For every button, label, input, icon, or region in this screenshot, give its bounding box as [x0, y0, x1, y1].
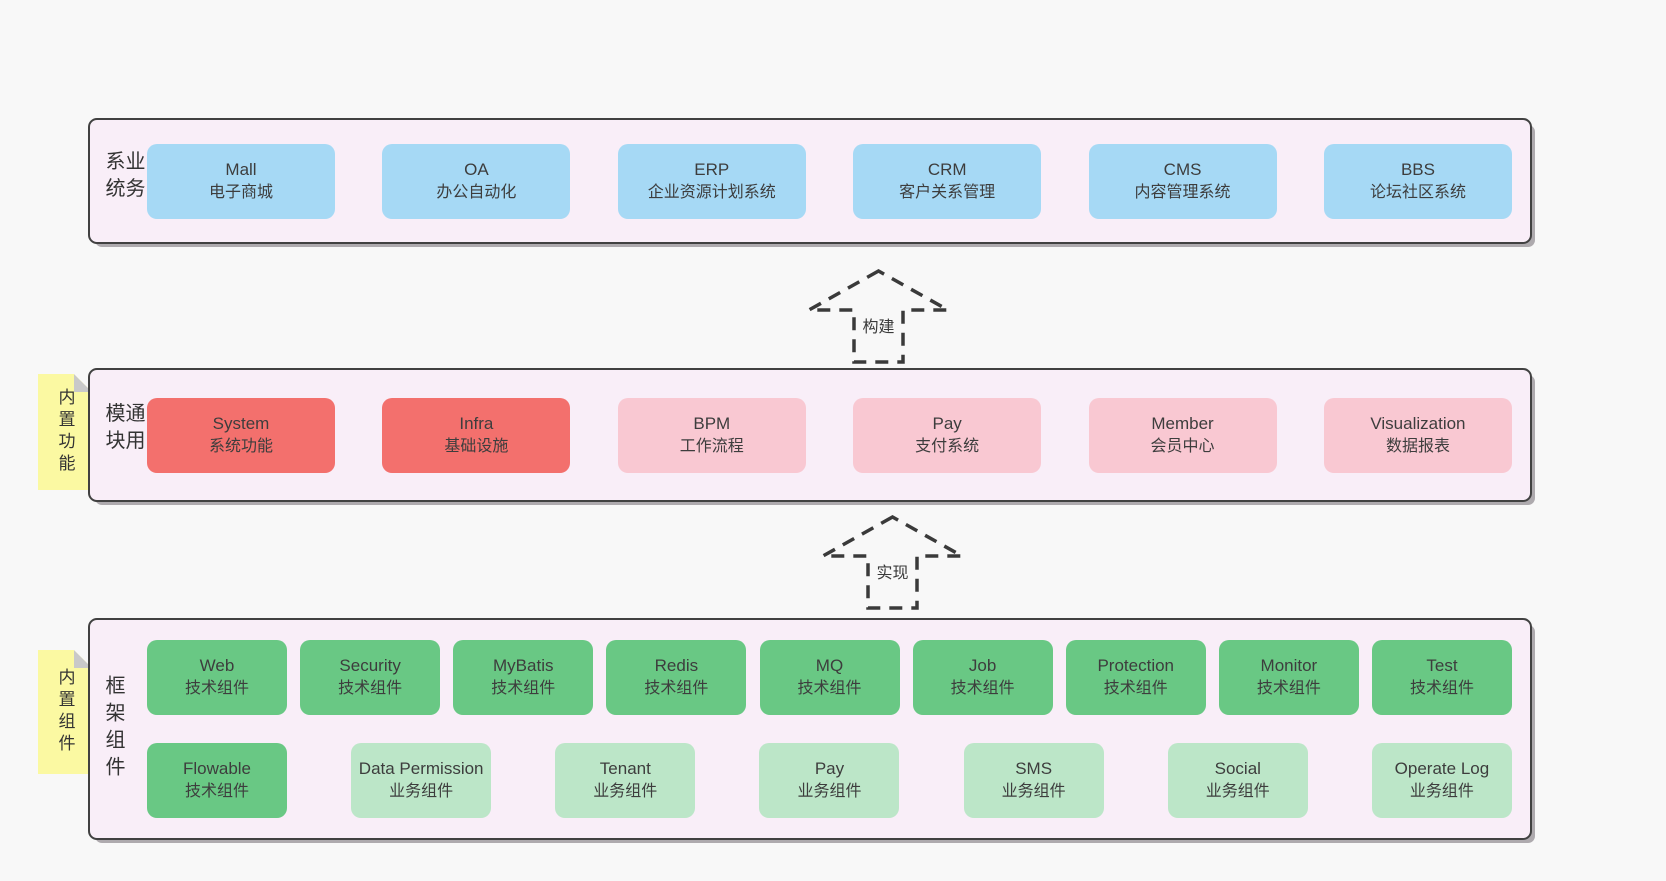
box-pay-module: Pay 支付系统 [853, 397, 1042, 473]
layer-label-common-modules: 通用模块 [102, 402, 144, 457]
box-mq: MQ 技术组件 [759, 640, 900, 715]
box-tenant: Tenant 业务组件 [555, 743, 696, 818]
box-erp: ERP 企业资源计划系统 [617, 143, 806, 219]
box-visualization: Visualization 数据报表 [1323, 397, 1512, 473]
module-boxes: System 系统功能 Infra 基础设施 BPM 工作流程 Pay 支付系统… [147, 370, 1512, 500]
box-flowable: Flowable 技术组件 [147, 743, 287, 818]
layer-common-modules: 通用模块 System 系统功能 Infra 基础设施 BPM 工作流程 Pay… [88, 368, 1532, 502]
box-pay-component: Pay 业务组件 [759, 743, 900, 818]
component-boxes: Web 技术组件 Security 技术组件 MyBatis 技术组件 Redi… [147, 640, 1512, 846]
box-mybatis: MyBatis 技术组件 [453, 640, 594, 715]
layer-framework-components: 框架组件 Web 技术组件 Security 技术组件 MyBatis 技术组件… [88, 618, 1532, 840]
layer-business-systems: 业务系统 Mall 电子商城 OA 办公自动化 ERP 企业资源计划系统 CRM… [88, 118, 1532, 244]
box-cms: CMS 内容管理系统 [1088, 143, 1277, 219]
box-oa: OA 办公自动化 [382, 143, 571, 219]
box-infra: Infra 基础设施 [382, 397, 571, 473]
box-mall: Mall 电子商城 [147, 143, 335, 219]
box-bpm: BPM 工作流程 [617, 397, 806, 473]
box-bbs: BBS 论坛社区系统 [1323, 143, 1512, 219]
box-data-permission: Data Permission 业务组件 [351, 743, 492, 818]
arrow-build-label: 构建 [859, 312, 898, 338]
layer-label-framework-components: 框架组件 [102, 675, 124, 783]
tab-built-in-features-label: 内置功能 [55, 388, 75, 476]
arrow-build: 构建 [802, 268, 955, 365]
box-operate-log: Operate Log 业务组件 [1371, 743, 1512, 818]
box-crm: CRM 客户关系管理 [853, 143, 1042, 219]
box-sms: SMS 业务组件 [963, 743, 1104, 818]
box-protection: Protection 技术组件 [1065, 640, 1206, 715]
box-web: Web 技术组件 [147, 640, 287, 715]
arrow-implement: 实现 [816, 514, 969, 611]
arrow-implement-label: 实现 [873, 558, 912, 584]
dashed-up-arrow-icon [816, 514, 969, 610]
box-job: Job 技术组件 [912, 640, 1053, 715]
tab-built-in-components-label: 内置组件 [55, 668, 75, 756]
business-boxes: Mall 电子商城 OA 办公自动化 ERP 企业资源计划系统 CRM 客户关系… [147, 120, 1512, 242]
box-test: Test 技术组件 [1372, 640, 1512, 715]
box-redis: Redis 技术组件 [606, 640, 747, 715]
box-monitor: Monitor 技术组件 [1218, 640, 1359, 715]
tab-built-in-components: 内置组件 [38, 650, 92, 774]
box-security: Security 技术组件 [300, 640, 441, 715]
tab-built-in-features: 内置功能 [38, 374, 92, 490]
box-social: Social 业务组件 [1167, 743, 1308, 818]
dashed-up-arrow-icon [802, 268, 955, 364]
box-member: Member 会员中心 [1088, 397, 1277, 473]
box-system: System 系统功能 [147, 397, 335, 473]
layer-label-business-systems: 业务系统 [102, 150, 144, 205]
